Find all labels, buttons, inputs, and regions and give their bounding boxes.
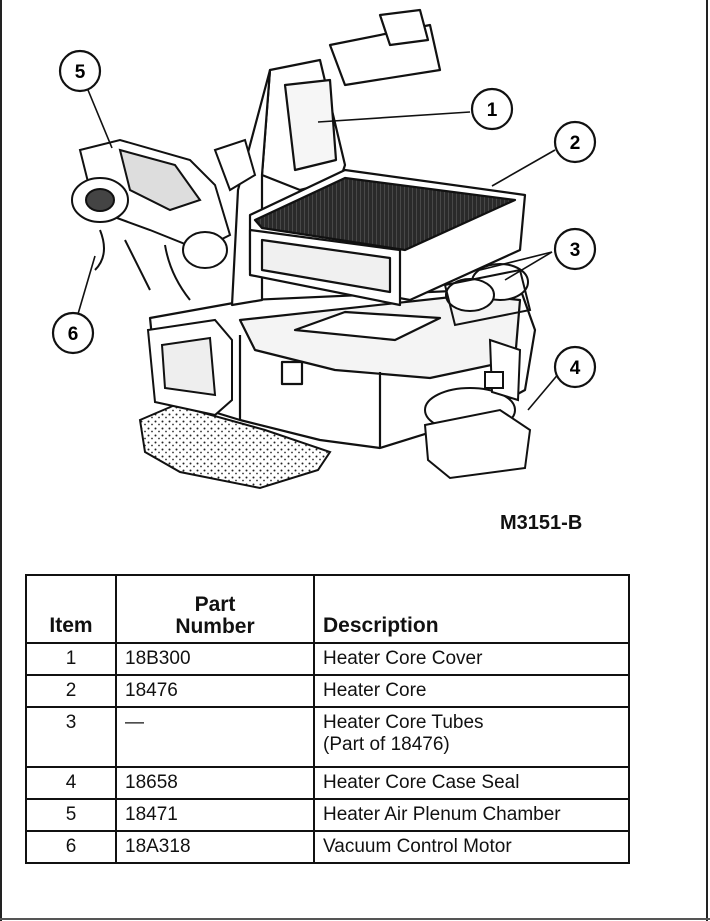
header-part-number: Part Number	[115, 574, 315, 644]
header-part-line1: Part	[194, 593, 236, 616]
heater-core	[248, 168, 527, 307]
row-item: 5	[25, 798, 117, 832]
callout-5-label: 5	[75, 62, 86, 83]
row-item: 3	[25, 706, 117, 768]
row-description: Vacuum Control Motor	[313, 830, 630, 864]
callout-2: 2	[553, 120, 597, 164]
callout-4-label: 4	[570, 358, 581, 379]
row-part-number: 18A318	[115, 830, 315, 864]
table-row: 6 18A318 Vacuum Control Motor	[25, 830, 630, 864]
figure-code: M3151-B	[500, 512, 583, 534]
left-bracket	[146, 318, 233, 417]
row-part-number: —	[115, 706, 315, 768]
callout-1-label: 1	[487, 100, 498, 121]
table-header-row: Item Part Number Description	[25, 574, 630, 644]
callout-6-label: 6	[68, 324, 79, 345]
header-description: Description	[313, 574, 630, 644]
table-row: 3 — Heater Core Tubes (Part of 18476)	[25, 706, 630, 768]
row-item: 1	[25, 642, 117, 676]
row-part-number: 18B300	[115, 642, 315, 676]
callout-4: 4	[553, 345, 597, 389]
callout-3-label: 3	[570, 240, 581, 261]
row-description: Heater Core Tubes (Part of 18476)	[313, 706, 630, 768]
row-description: Heater Core Cover	[313, 642, 630, 676]
blower-motor	[423, 338, 532, 480]
callout-2-label: 2	[570, 133, 581, 154]
row-description: Heater Air Plenum Chamber	[313, 798, 630, 832]
row-part-number: 18476	[115, 674, 315, 708]
row-item: 2	[25, 674, 117, 708]
heater-core-cover	[230, 8, 442, 307]
plenum-chamber	[71, 138, 257, 301]
header-part-line2: Number	[175, 615, 255, 638]
parts-table: Item Part Number Description 1 18B300 He…	[25, 574, 630, 864]
row-description: Heater Core	[313, 674, 630, 708]
row-part-number: 18471	[115, 798, 315, 832]
row-item: 4	[25, 766, 117, 800]
frame-bottom-border	[0, 918, 710, 920]
callout-6: 6	[51, 311, 95, 355]
row-item: 6	[25, 830, 117, 864]
row-description: Heater Core Case Seal	[313, 766, 630, 800]
frame-left-border	[0, 0, 2, 921]
heater-core-diagram: 1 2 3 4 5 6	[51, 8, 597, 490]
table-row: 2 18476 Heater Core	[25, 674, 630, 708]
heater-core-tubes	[443, 263, 532, 327]
callout-3: 3	[553, 227, 597, 271]
table-row: 1 18B300 Heater Core Cover	[25, 642, 630, 676]
table-row: 5 18471 Heater Air Plenum Chamber	[25, 798, 630, 832]
header-item: Item	[25, 574, 117, 644]
leader-lines	[77, 89, 561, 411]
callout-1: 1	[470, 87, 514, 131]
table-row: 4 18658 Heater Core Case Seal	[25, 766, 630, 800]
row-part-number: 18658	[115, 766, 315, 800]
frame-right-border	[706, 0, 708, 921]
callout-5: 5	[58, 49, 102, 93]
